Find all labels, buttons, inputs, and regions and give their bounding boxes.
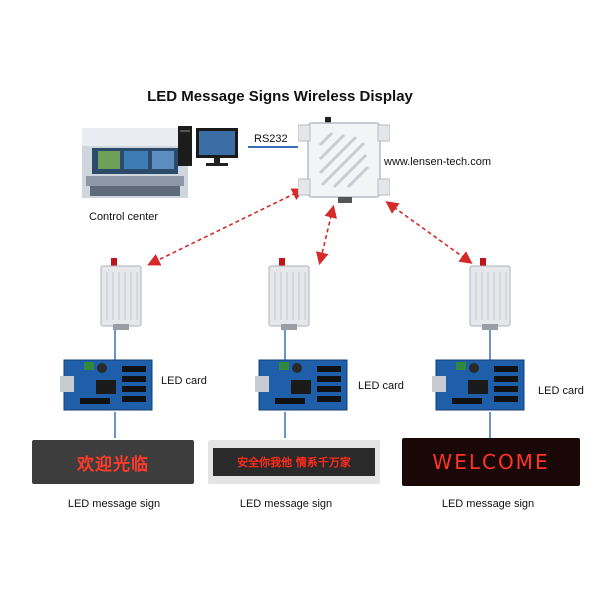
led-sign-label-1: LED message sign bbox=[67, 498, 161, 510]
led-card-board-3 bbox=[432, 359, 525, 411]
wireless-link-left bbox=[147, 188, 305, 266]
led-card-label-3: LED card bbox=[538, 385, 584, 397]
led-sign-text-3: WELCOME bbox=[432, 450, 550, 474]
wireless-module-1 bbox=[100, 258, 142, 330]
led-card-label-1: LED card bbox=[161, 375, 207, 387]
computer-icon bbox=[178, 126, 238, 166]
wireless-module-3 bbox=[469, 258, 511, 330]
led-sign-label-3: LED message sign bbox=[441, 498, 535, 510]
led-card-board-1 bbox=[60, 359, 153, 411]
rs232-label: RS232 bbox=[254, 133, 288, 145]
led-sign-label-2: LED message sign bbox=[239, 498, 333, 510]
led-message-sign-3: WELCOME bbox=[402, 438, 580, 486]
wireless-link-center bbox=[316, 204, 337, 266]
central-wireless-module bbox=[298, 117, 390, 203]
control-center-label: Control center bbox=[89, 211, 159, 223]
led-card-board-2 bbox=[255, 359, 348, 411]
wireless-module-2 bbox=[268, 258, 310, 330]
led-message-sign-1: 欢迎光临 bbox=[32, 440, 194, 484]
website-label: www.lensen-tech.com bbox=[384, 156, 491, 168]
wireless-link-right bbox=[385, 201, 473, 264]
led-sign-text-1: 欢迎光临 bbox=[77, 454, 149, 475]
diagram-title: LED Message Signs Wireless Display bbox=[147, 88, 413, 105]
led-card-label-2: LED card bbox=[358, 380, 404, 392]
led-message-sign-2: 安全你我他 情系千万家 bbox=[208, 440, 380, 484]
control-center-image bbox=[82, 128, 188, 198]
led-sign-text-2: 安全你我他 情系千万家 bbox=[237, 456, 351, 469]
